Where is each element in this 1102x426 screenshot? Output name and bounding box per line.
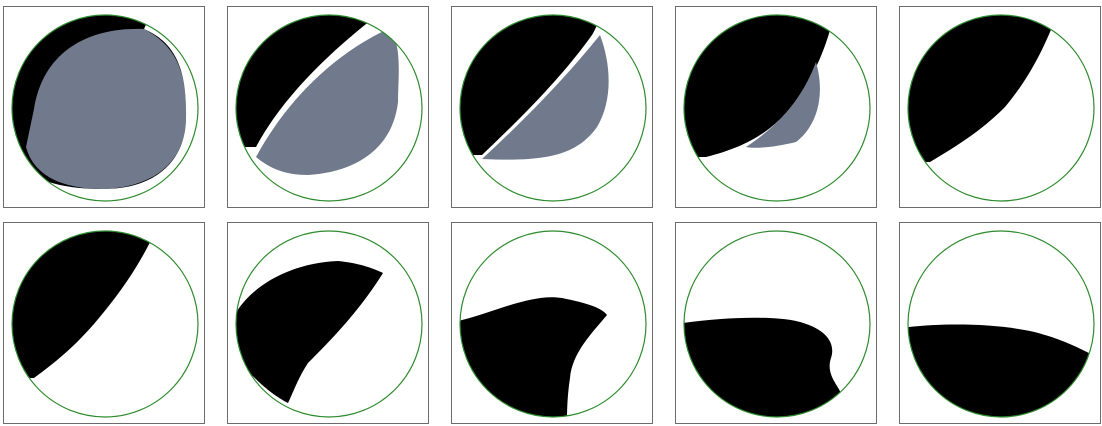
panel-1-graphic — [4, 7, 205, 208]
panel-4 — [675, 6, 877, 208]
panel-10 — [899, 222, 1101, 424]
panel-6-graphic — [4, 223, 205, 424]
panel-2-graphic — [228, 7, 429, 208]
panel-5-graphic — [900, 7, 1101, 208]
panel-7-graphic — [228, 223, 429, 424]
panel-5 — [899, 6, 1101, 208]
panel-4-graphic — [676, 7, 877, 208]
panel-6 — [3, 222, 205, 424]
panel-10-graphic — [900, 223, 1101, 424]
panel-9 — [675, 222, 877, 424]
panel-8 — [451, 222, 653, 424]
panel-9-graphic — [676, 223, 877, 424]
panel-2 — [227, 6, 429, 208]
panel-7 — [227, 222, 429, 424]
panel-8-graphic — [452, 223, 653, 424]
panel-1 — [3, 6, 205, 208]
panel-3 — [451, 6, 653, 208]
panel-3-graphic — [452, 7, 653, 208]
